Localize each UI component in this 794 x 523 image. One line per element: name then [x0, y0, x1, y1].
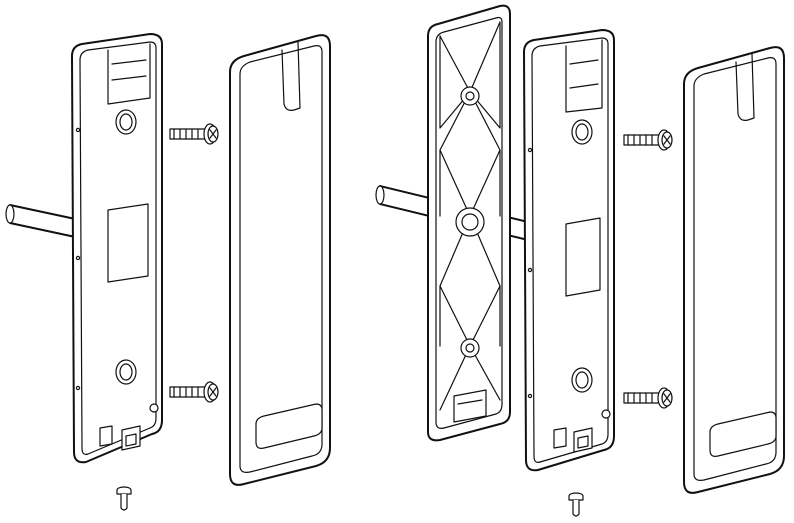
mount-screw-top [169, 123, 219, 145]
front-cover [229, 34, 331, 486]
spacer-frame [427, 4, 511, 442]
wall-rod [5, 204, 81, 239]
mount-screw-bottom-right [623, 387, 673, 409]
mount-screw-bottom [169, 381, 219, 403]
bottom-screw-right [568, 492, 584, 517]
front-cover-right [683, 46, 785, 494]
bottom-screw-left [116, 486, 132, 511]
left-assembly [5, 33, 331, 511]
back-plate-right [523, 29, 615, 472]
right-assembly [375, 4, 785, 517]
back-plate [71, 33, 163, 464]
mount-screw-top-right [623, 129, 673, 151]
